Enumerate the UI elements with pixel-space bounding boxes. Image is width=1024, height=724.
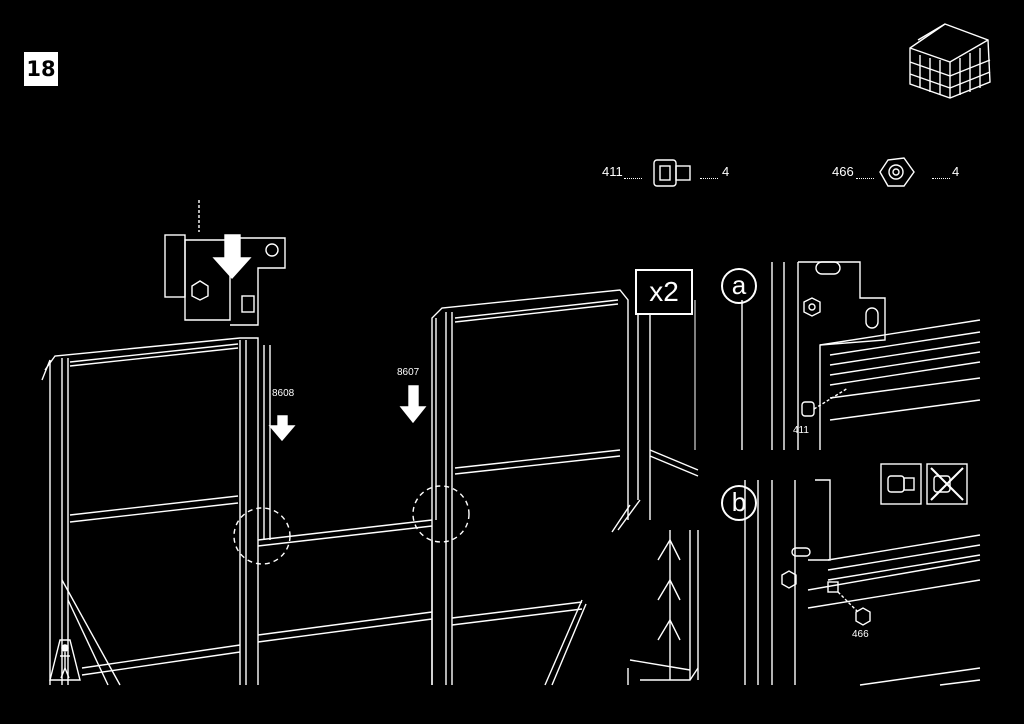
- down-arrow-icon: [268, 415, 296, 442]
- detail-b-label: b: [721, 485, 757, 521]
- incorrect-orientation-icon: [926, 463, 968, 505]
- panel-part-label-8608: 8608: [272, 388, 295, 399]
- stacked-panels: [627, 530, 699, 685]
- right-panel: [431, 289, 699, 685]
- left-panel: [41, 337, 271, 686]
- nut-icon: [879, 157, 915, 187]
- correct-orientation-icon: [880, 463, 922, 505]
- bolt-icon: [653, 159, 691, 187]
- step-number: 18: [24, 52, 58, 86]
- detail-a-label: a: [721, 268, 757, 304]
- callout-circle: [412, 485, 470, 543]
- panel-part-label-8607: 8607: [397, 367, 420, 378]
- hardware-part-466: 466: [832, 164, 854, 179]
- person-warning-icon: [49, 639, 81, 681]
- hardware-part-411: 411: [602, 164, 623, 179]
- leader-dots: [700, 178, 718, 179]
- callout-circle: [233, 507, 291, 565]
- connecting-rail: [257, 519, 587, 686]
- hardware-quantity-466: 4: [952, 164, 960, 179]
- hardware-quantity-411: 4: [722, 164, 730, 179]
- leader-dots: [932, 178, 950, 179]
- detail-b-drawing: [744, 479, 981, 686]
- down-arrow-icon: [399, 385, 427, 424]
- down-arrow-icon: [212, 234, 252, 280]
- detail-a-part-label: 411: [793, 425, 809, 436]
- bracket-detail: [164, 200, 286, 326]
- multiplier-badge: x2: [635, 269, 693, 315]
- detail-a-drawing: [741, 261, 981, 450]
- detail-b-part-label: 466: [852, 629, 869, 640]
- leader-dots: [856, 178, 874, 179]
- leader-dots: [624, 178, 642, 179]
- greenhouse-thumbnail-icon: [909, 23, 991, 99]
